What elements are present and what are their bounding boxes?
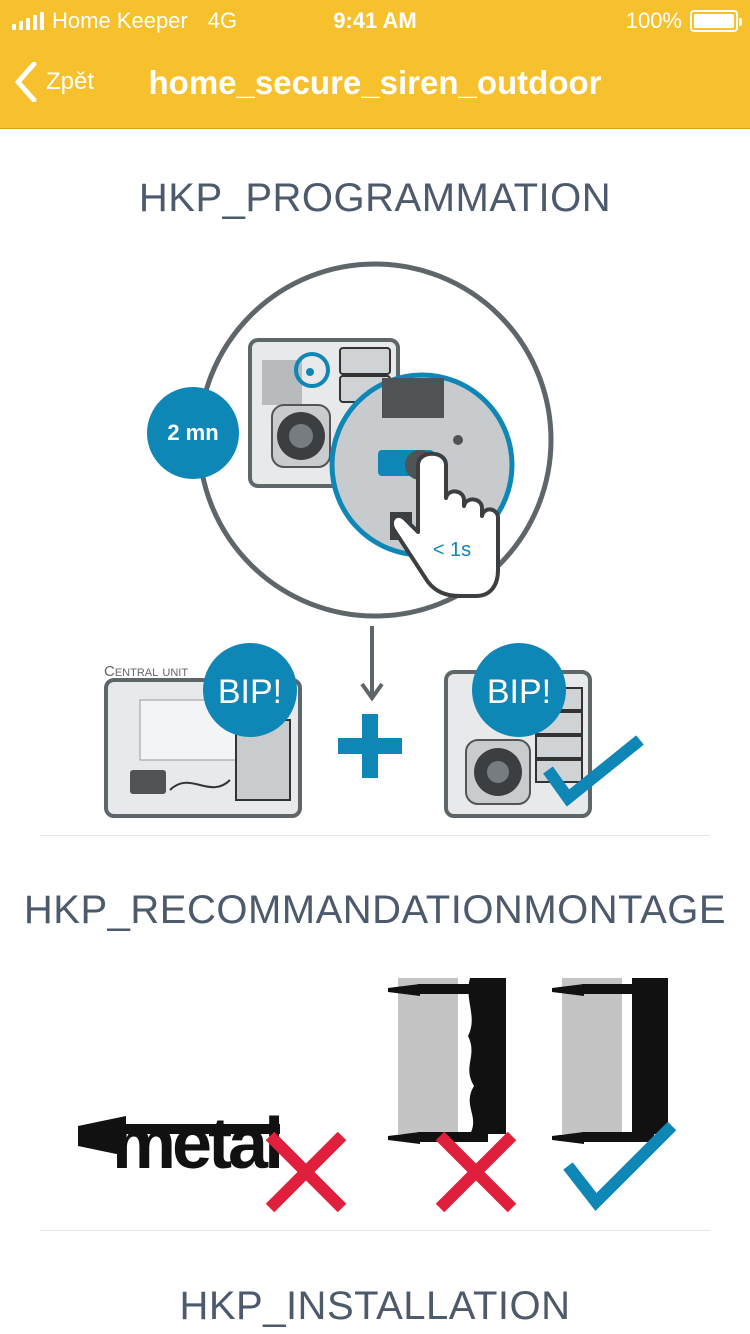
section-title-recommandation: HKP_RECOMMANDATIONMONTAGE (23, 888, 727, 932)
back-label: Zpět (46, 68, 95, 95)
carrier-name: Home Keeper (52, 8, 188, 33)
check-icon (563, 1121, 677, 1212)
cross-icon (265, 1131, 347, 1213)
battery-icon (690, 10, 742, 32)
bip-badge-left (203, 643, 297, 737)
press-duration-label: < 1s (433, 539, 471, 561)
app-header: Home Keeper 4G 9:41 AM 100% Zpět home_se… (0, 0, 750, 128)
bip-left-label: BIP! (218, 673, 282, 711)
programming-illustration: ON < 1s 2 mn Central unit BIP! BIP! (104, 261, 644, 818)
nav-bar: Zpět home_secure_siren_outdoor (0, 40, 750, 128)
metal-surface-image: metal (78, 1104, 284, 1184)
check-icon (543, 735, 644, 807)
metal-label: metal (112, 1104, 280, 1184)
status-bar: Home Keeper 4G 9:41 AM 100% (0, 0, 750, 40)
section-title-programmation: HKP_PROGRAMMATION (138, 176, 612, 220)
section-divider (40, 1230, 710, 1231)
chevron-left-icon (15, 62, 37, 102)
flat-wall-image (552, 978, 668, 1144)
siren-device (248, 338, 400, 488)
section-divider (40, 835, 710, 836)
header-divider (0, 128, 750, 129)
section-title-installation: HKP_INSTALLATION (179, 1284, 571, 1328)
bip-right-label: BIP! (487, 673, 551, 711)
bip-badge-right (472, 643, 566, 737)
status-time: 9:41 AM (333, 8, 417, 33)
cross-icon (435, 1131, 517, 1213)
back-button[interactable]: Zpět (14, 62, 94, 102)
plus-icon (338, 714, 402, 778)
finger-press-icon (389, 451, 500, 598)
network-type: 4G (207, 8, 238, 33)
mounting-illustration: metal (78, 978, 677, 1213)
central-unit-label: Central unit (104, 663, 188, 680)
signal-icon (12, 12, 44, 30)
time-badge (147, 387, 239, 479)
page-title: home_secure_siren_outdoor (148, 64, 602, 101)
battery-percent: 100% (625, 8, 682, 33)
uneven-wall-image (388, 978, 506, 1144)
time-badge-label: 2 mn (167, 420, 218, 445)
